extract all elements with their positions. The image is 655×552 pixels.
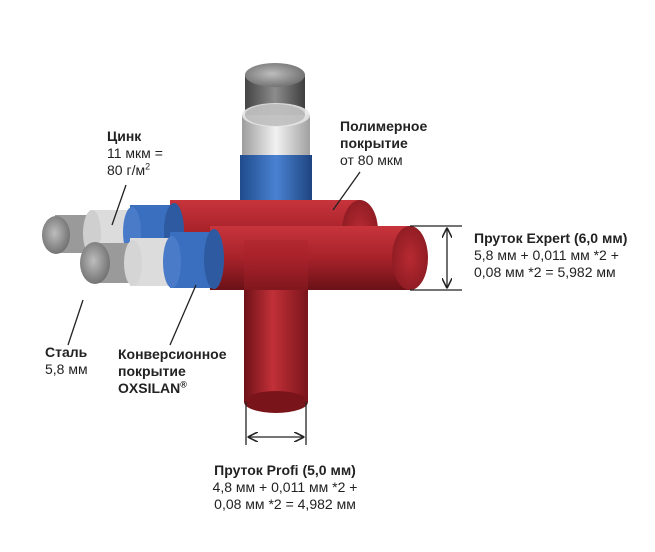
expert-formula-1: 5,8 мм + 0,011 мм *2 + [474, 247, 619, 263]
conversion-title-2: покрытие [118, 363, 186, 379]
profi-formula-1: 4,8 мм + 0,011 мм *2 + [212, 479, 358, 495]
polymer-thickness: от 80 мкм [340, 152, 403, 168]
expert-label: Пруток Expert (6,0 мм) 5,8 мм + 0,011 мм… [474, 230, 627, 281]
steel-label: Сталь 5,8 мм [45, 344, 88, 378]
front-horizontal-rod [80, 226, 428, 290]
polymer-label: Полимерное покрытие от 80 мкм [340, 118, 427, 169]
leader-lines [67, 171, 462, 445]
conversion-title-3: OXSILAN® [118, 379, 187, 396]
profi-formula-2: 0,08 мм *2 = 4,982 мм [214, 496, 356, 512]
zinc-label: Цинк 11 мкм = 80 г/м2 [107, 128, 163, 179]
conversion-label: Конверсионное покрытие OXSILAN® [118, 346, 227, 397]
polymer-title-1: Полимерное [340, 118, 428, 134]
zinc-thickness: 11 мкм = [107, 145, 163, 161]
vertical-rod-overlap [244, 240, 308, 290]
polymer-title-2: покрытие [340, 135, 408, 151]
expert-title: Пруток Expert (6,0 мм) [474, 230, 628, 246]
profi-title: Пруток Profi (5,0 мм) [214, 462, 356, 478]
steel-title: Сталь [45, 344, 88, 360]
profi-label: Пруток Profi (5,0 мм) 4,8 мм + 0,011 мм … [190, 462, 380, 513]
conversion-title-1: Конверсионное [118, 346, 227, 362]
steel-thickness: 5,8 мм [45, 361, 88, 377]
zinc-weight: 80 г/м2 [107, 161, 151, 178]
expert-formula-2: 0,08 мм *2 = 5,982 мм [474, 264, 616, 280]
zinc-title: Цинк [107, 128, 142, 144]
